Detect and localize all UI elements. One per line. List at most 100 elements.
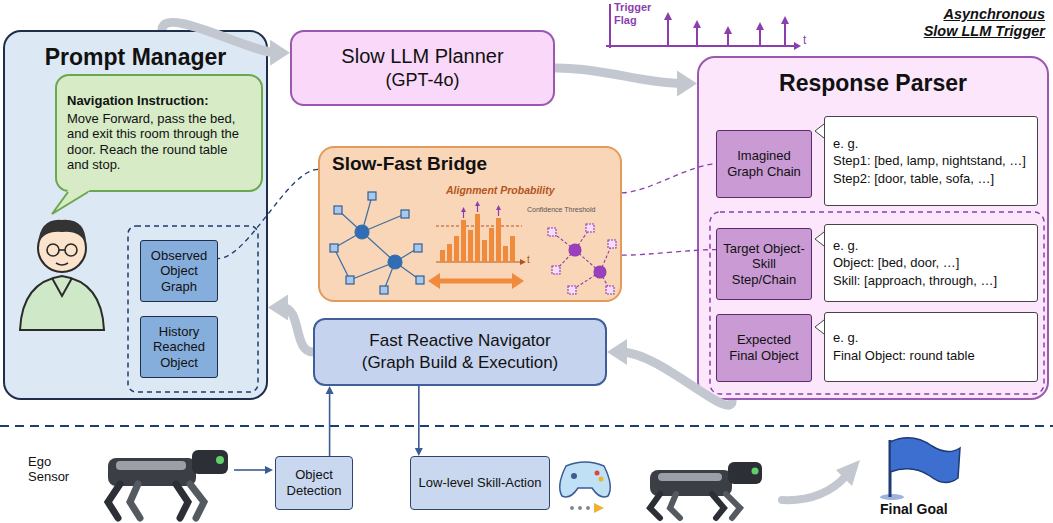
node-title: e. g.: [833, 330, 1029, 346]
observed-graph-figure: [334, 232, 362, 248]
imagined-graph-figure: [568, 286, 576, 294]
robot-dog: [726, 494, 740, 518]
robot-dog: [712, 494, 724, 518]
imagined-graph-figure: [575, 250, 600, 272]
gamepad-icon: [578, 506, 582, 510]
person-icon: [38, 224, 86, 272]
robot-dog: [108, 458, 196, 486]
node-title: Target Object-Skill Step/Chain: [722, 241, 806, 288]
node-title: Slow-Fast Bridge: [332, 153, 487, 176]
sensor-label: Ego Sensor: [28, 455, 82, 485]
group-outline: [128, 226, 258, 392]
robot-dog: [216, 456, 224, 464]
connector-line: [555, 68, 683, 84]
trigger-plot: [609, 4, 611, 48]
trigger-plot: [756, 22, 764, 30]
person-icon: [56, 263, 68, 265]
person-icon: [20, 220, 104, 330]
motion-arrow: [836, 460, 860, 486]
gamepad-icon: [586, 506, 590, 510]
observed-graph-figure: [346, 276, 354, 284]
robot-dog: [192, 450, 228, 474]
callout-pointer: [815, 124, 824, 138]
observed-graph-figure: [416, 276, 424, 284]
manager-panel: Prompt ManagerNavigation Instruction:Mov…: [3, 30, 268, 400]
trigger-plot: [794, 42, 801, 50]
node-text: Object: [bed, door, …]: [833, 255, 1029, 271]
node-text: Final Object: round table: [833, 348, 1029, 364]
arrow-head: [607, 339, 627, 365]
arrow-head: [270, 40, 290, 66]
robot-dog: [658, 473, 722, 481]
trigger-plot: [667, 18, 669, 46]
trigger-plot: [784, 22, 786, 46]
probability-bars: [498, 209, 499, 216]
node-title: History Reached Object: [145, 324, 213, 371]
person-icon: [38, 220, 86, 244]
probability-bars: [463, 211, 464, 218]
section-divider: [0, 425, 1053, 427]
node-title: Observed Object Graph: [145, 248, 213, 295]
output-box: Imagined Graph Chain: [716, 130, 812, 198]
node-text: Move Forward, pass the bed, and exit thi…: [67, 111, 251, 173]
bubble-tail: [52, 192, 88, 214]
probability-bars: [468, 230, 473, 262]
flow-arrow: [162, 22, 290, 65]
probability-bars: [503, 246, 508, 262]
person-icon: [47, 244, 59, 256]
node-title: Low-level Skill-Action: [419, 475, 542, 491]
imagined-graph-figure: [600, 272, 610, 290]
chart-label: Confidence Threshold: [527, 206, 595, 214]
goal-flag: [890, 438, 960, 483]
planner-box: Slow LLM Planner(GPT-4o): [290, 30, 555, 106]
axis-label: t: [527, 254, 530, 266]
observed-graph-figure: [395, 248, 418, 262]
robot-dog: [116, 461, 186, 470]
imagined-graph-figure: [600, 244, 612, 272]
observed-graph-figure: [334, 248, 350, 280]
gamepad-icon: [570, 506, 574, 510]
observed-graph-figure: [380, 286, 388, 294]
robot-dog: [130, 484, 140, 518]
observed-graph-figure: [362, 196, 372, 232]
observed-graph-figure: [401, 210, 409, 218]
trigger-plot: [664, 12, 672, 20]
imagined-graph-figure: [575, 228, 590, 250]
alignment-link: [218, 169, 318, 258]
example-callout: e. g. Final Object: round table: [824, 312, 1038, 382]
node-title: Object Detection: [280, 467, 348, 498]
trigger-plot: [724, 26, 732, 34]
gamepad-icon: [594, 503, 604, 513]
connector-line: [621, 352, 732, 405]
output-box: Expected Final Object: [716, 314, 812, 382]
robot-dog: [670, 494, 680, 518]
observed-graph-figure: [414, 244, 422, 252]
robot-dog: [650, 462, 762, 518]
node-title: Expected Final Object: [722, 332, 806, 363]
connector-line: [418, 386, 420, 450]
module-box: Low-level Skill-Action: [410, 456, 550, 510]
trigger-plot: [606, 45, 794, 47]
node-title: Response Parser: [779, 70, 967, 98]
gamepad-icon: [560, 462, 611, 497]
probability-bars: [520, 259, 526, 265]
robot-dog: [108, 450, 228, 518]
parser-panel: Response ParserImagined Graph Chaine. g.…: [697, 56, 1049, 400]
flow-arrow: [607, 339, 732, 405]
observed-graph-figure: [368, 192, 376, 200]
trigger-plot: [696, 26, 698, 46]
imagined-graph-figure: [548, 228, 556, 236]
robot-dog: [108, 484, 120, 518]
bubble-tail: [52, 190, 90, 214]
robot-dog: [176, 484, 188, 518]
node-text: Step2: [door, table, sofa, …]: [833, 171, 1029, 187]
probability-bars: [447, 244, 452, 262]
callout-pointer: [815, 124, 824, 334]
observed-graph-figure: [362, 232, 395, 262]
observed-graph-figure: [384, 262, 395, 290]
speech-bubble: Navigation Instruction:Move Forward, pas…: [55, 74, 263, 192]
probability-bars: [512, 273, 524, 289]
probability-bars: [428, 201, 526, 289]
imagined-graph-figure: [606, 286, 614, 294]
example-callout: e. g.Object: [bed, door, …]Skill: [appro…: [824, 224, 1038, 302]
